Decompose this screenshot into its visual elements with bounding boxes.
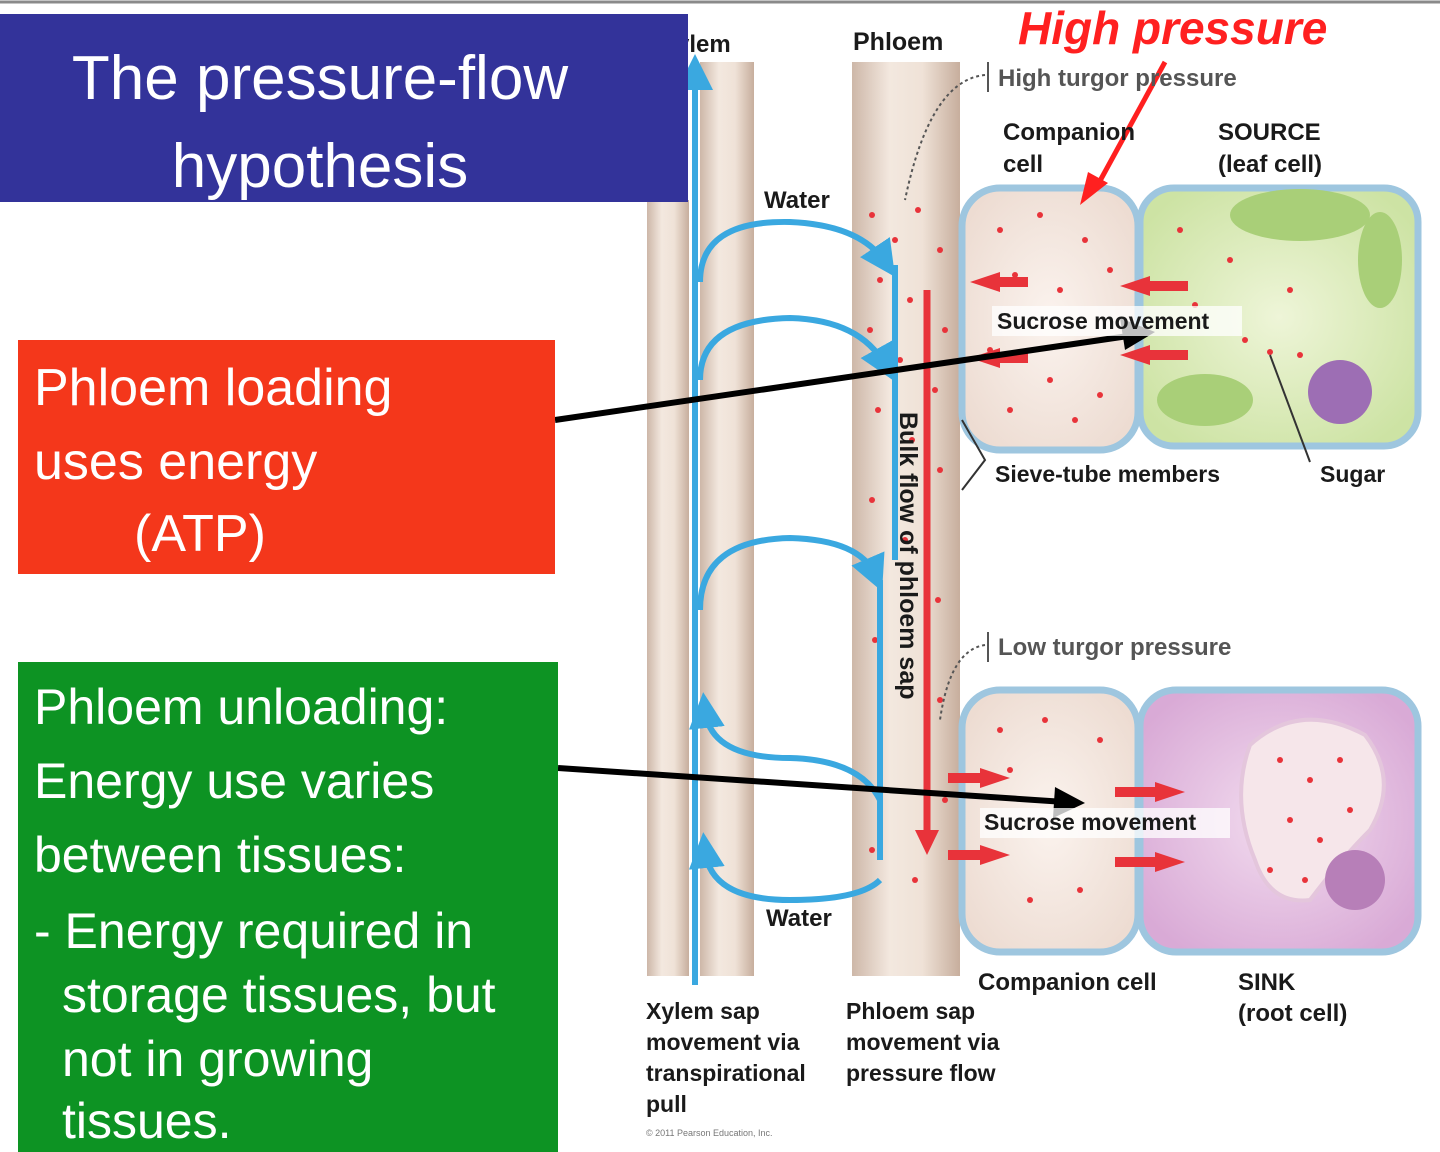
loading-line1: Phloem loading <box>34 359 393 417</box>
xylem-caption-line1: Xylem sap <box>646 998 760 1024</box>
sucrose-top-label-bg <box>992 306 1242 336</box>
unloading-line5: storage tissues, but <box>62 967 496 1023</box>
phloem-unloading-box: Phloem unloading: Energy use varies betw… <box>18 662 558 1152</box>
chloroplast-bottom <box>1157 374 1253 426</box>
phloem-caption-line2: movement via <box>846 1029 1000 1055</box>
high-turgor-leader <box>904 74 986 201</box>
sieve-tube-bracket <box>961 419 987 491</box>
chloroplast-right <box>1358 212 1402 308</box>
source-label-line1: SOURCE <box>1218 119 1321 146</box>
bulk-flow-label: Bulk flow of phloem sap <box>894 412 922 700</box>
title-box: The pressure-flow hypothesis <box>0 14 688 202</box>
phloem-caption-line3: pressure flow <box>846 1060 996 1086</box>
sucrose-arrows-bottom <box>948 768 1185 872</box>
sugar-label: Sugar <box>1320 461 1385 487</box>
xylem-caption-line4: pull <box>646 1091 687 1117</box>
unloading-line3: between tissues: <box>34 827 407 883</box>
high-pressure-arrow <box>1092 60 1168 192</box>
bulk-flow-arrowhead <box>915 830 939 855</box>
bottom-cells-sugar-dots <box>997 717 1353 903</box>
title-line1: The pressure-flow <box>71 44 569 113</box>
xylem-tube <box>700 62 754 976</box>
sucrose-bottom-label-bg <box>980 808 1230 838</box>
unloading-line2: Energy use varies <box>34 753 435 809</box>
sink-label-line1: SINK <box>1238 969 1296 996</box>
chloroplast-top <box>1230 189 1370 241</box>
unloading-line1: Phloem unloading: <box>34 679 449 735</box>
unloading-line7: tissues. <box>62 1093 232 1149</box>
top-cells-sugar-dots <box>987 212 1303 423</box>
companion-cell-top-line1: Companion <box>1003 119 1135 146</box>
left-tube <box>647 200 689 976</box>
title-line2: hypothesis <box>171 132 469 201</box>
loading-pointer-arrow <box>554 332 1136 423</box>
xylem-caption-line2: movement via <box>646 1029 800 1055</box>
low-turgor-leader <box>939 644 986 721</box>
loading-line3: (ATP) <box>134 505 266 563</box>
companion-cell-top-line2: cell <box>1003 151 1043 178</box>
companion-cell-bottom-label: Companion cell <box>978 969 1157 996</box>
phloem-caption-line1: Phloem sap <box>846 998 975 1024</box>
high-pressure-arrowhead <box>1080 172 1108 205</box>
sieve-tube-label: Sieve-tube members <box>995 461 1220 487</box>
sucrose-top-label: Sucrose movement <box>997 308 1210 334</box>
sink-label-line2: (root cell) <box>1238 1000 1347 1027</box>
source-label-line2: (leaf cell) <box>1218 151 1322 178</box>
water-top-label: Water <box>764 187 830 214</box>
sink-nucleus <box>1325 850 1385 910</box>
sucrose-bottom-label: Sucrose movement <box>984 809 1197 835</box>
sugar-pointer <box>1269 354 1311 463</box>
low-turgor-label: Low turgor pressure <box>998 634 1231 661</box>
xylem-caption-line3: transpirational <box>646 1060 806 1086</box>
unloading-line6: not in growing <box>62 1031 374 1087</box>
unloading-pointer-arrow <box>557 765 1066 805</box>
copyright-label: © 2011 Pearson Education, Inc. <box>646 1128 773 1138</box>
leaf-nucleus <box>1308 360 1372 424</box>
loading-line2: uses energy <box>34 433 318 491</box>
water-bottom-label: Water <box>766 905 832 932</box>
phloem-header: Phloem <box>853 28 943 56</box>
high-pressure-label: High pressure <box>1018 2 1327 54</box>
high-turgor-label: High turgor pressure <box>998 65 1237 92</box>
unloading-line4: - Energy required in <box>34 903 474 959</box>
phloem-sugar-dots <box>867 207 948 883</box>
water-flow-arrows <box>688 218 898 904</box>
phloem-loading-box: Phloem loading uses energy (ATP) <box>18 340 555 574</box>
